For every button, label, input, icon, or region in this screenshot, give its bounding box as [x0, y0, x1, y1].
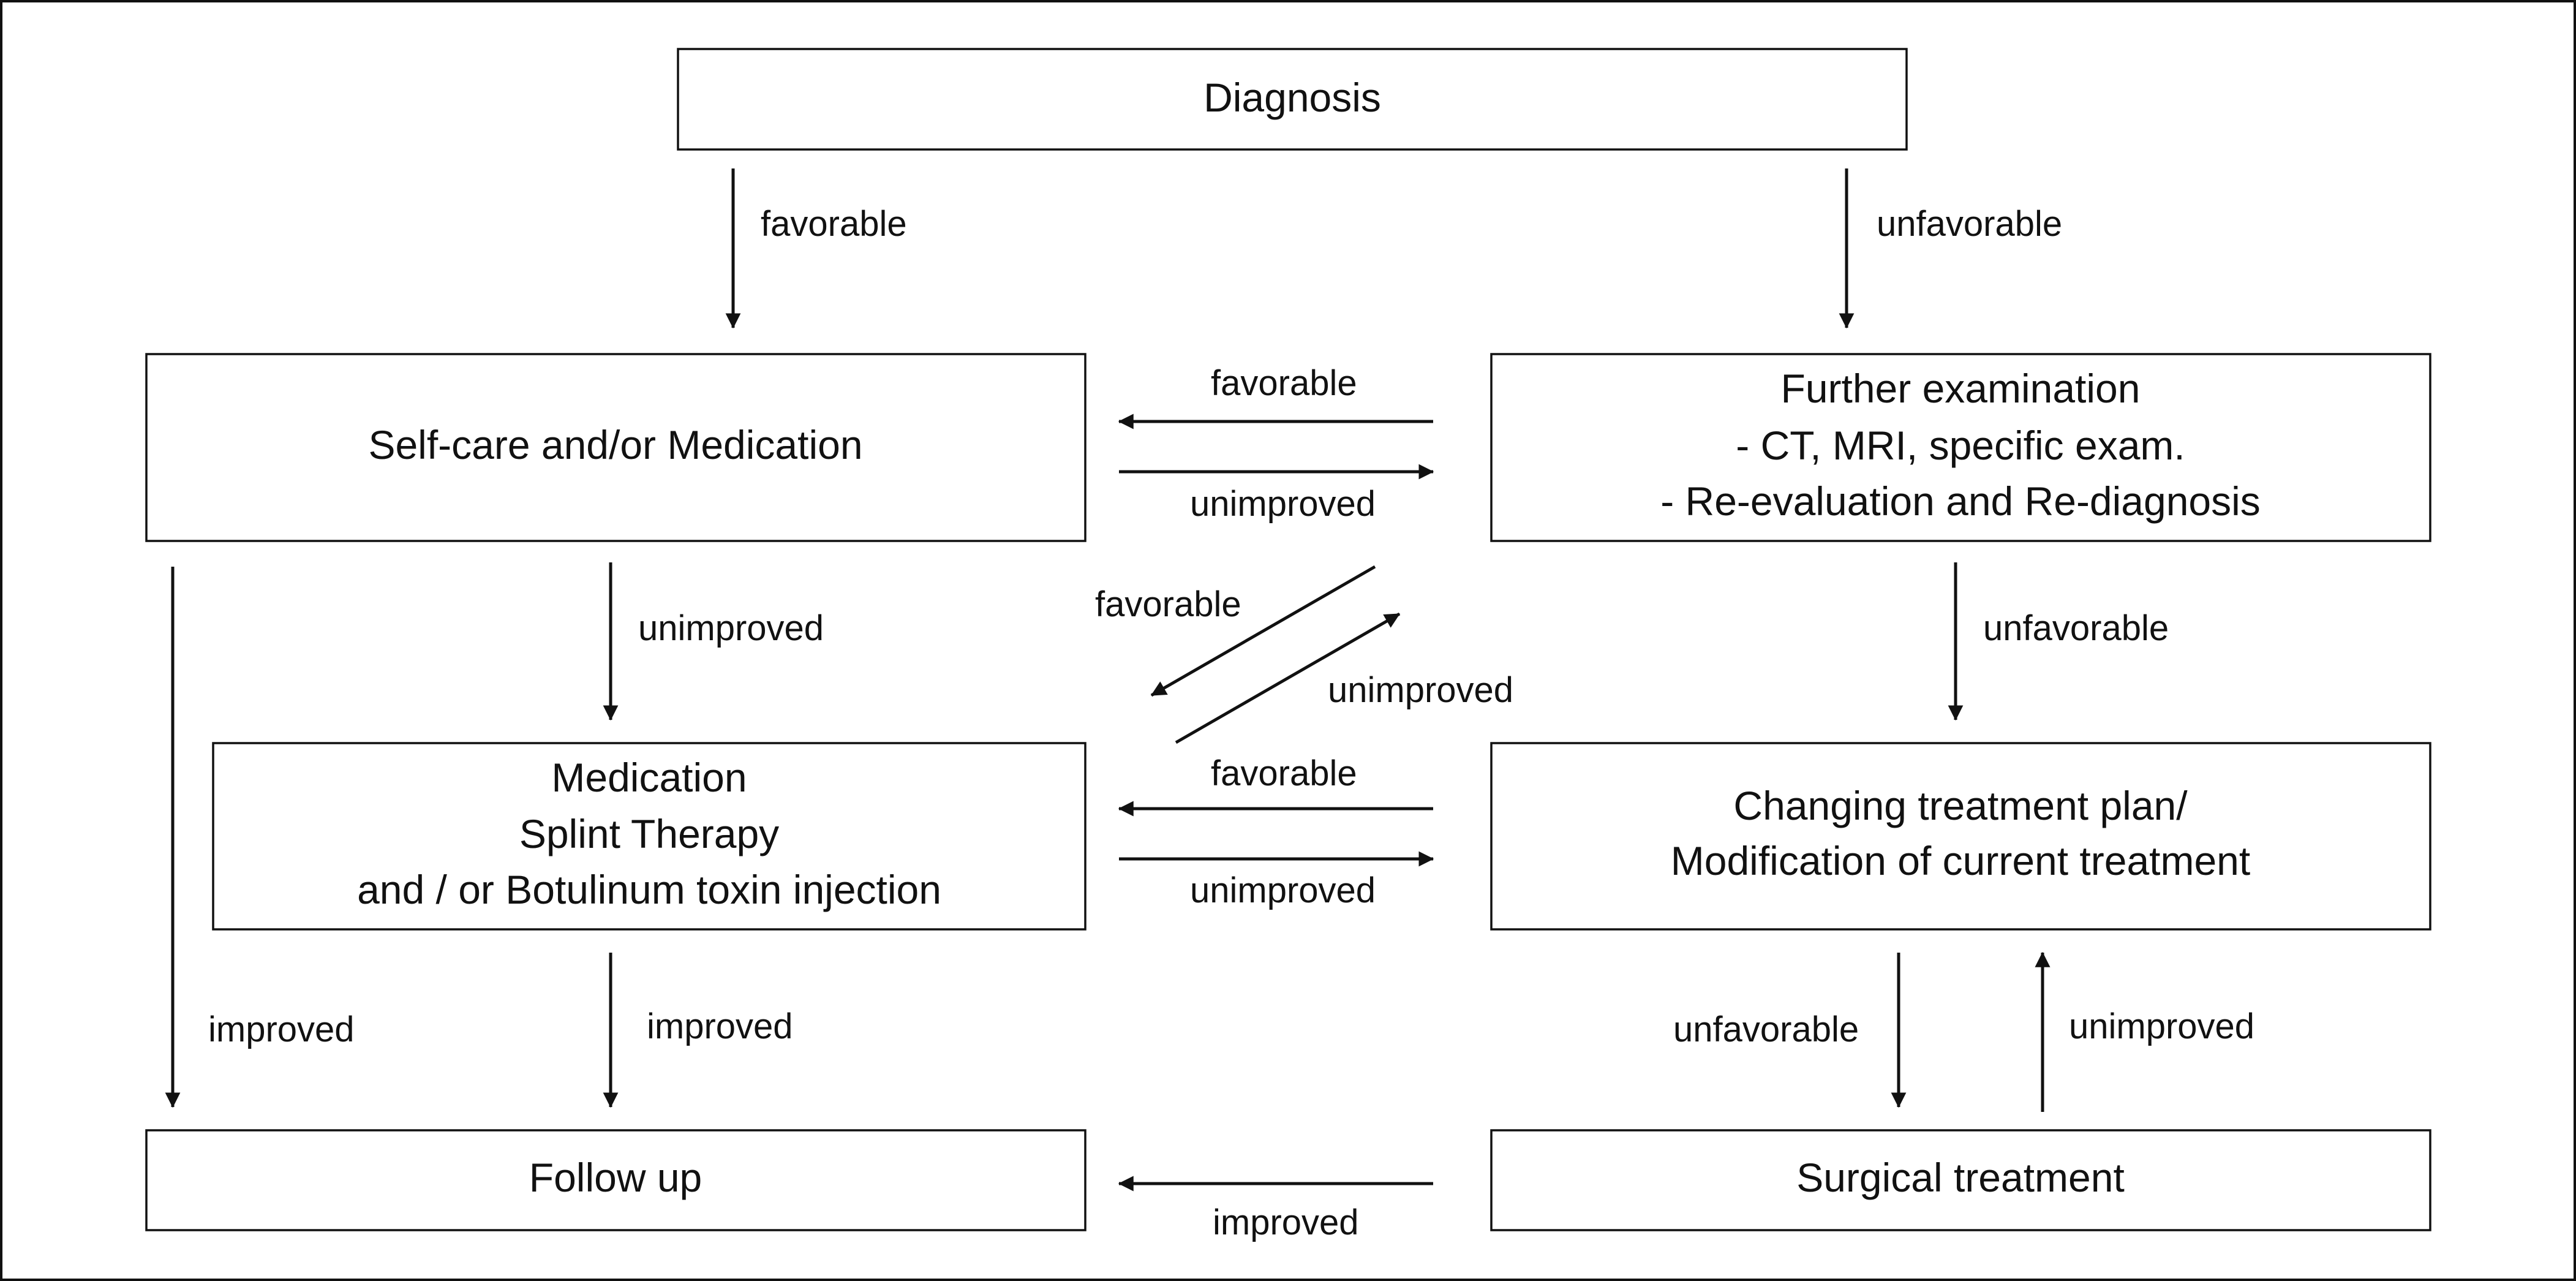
node-surgical-box — [1490, 1129, 2431, 1231]
node-selfcare-box — [145, 353, 1087, 542]
edge-selfcare-to-further: unimproved — [1119, 464, 1434, 524]
node-selfcare-label: Self-care and/or Medication — [368, 422, 862, 467]
node-medication-label-1: Medication — [551, 755, 747, 800]
node-followup: Follow up — [145, 1129, 1087, 1231]
edge-selfcare-to-followup: improved — [165, 567, 355, 1108]
edge-surgical-to-followup-label: improved — [1213, 1203, 1359, 1242]
edge-diagnosis-to-selfcare: favorable — [725, 168, 907, 329]
edge-medication-to-followup-label: improved — [647, 1007, 793, 1046]
node-diagnosis-label: Diagnosis — [1203, 75, 1381, 120]
edge-diagnosis-to-further-label: unfavorable — [1877, 204, 2062, 244]
node-medication: Medication Splint Therapy and / or Botul… — [212, 742, 1087, 931]
edge-further-to-selfcare-label: favorable — [1211, 363, 1357, 403]
node-changing-label-2: Modification of current treatment — [1671, 838, 2250, 883]
edge-selfcare-to-medication-label: unimproved — [638, 608, 824, 648]
edge-further-to-changing: unfavorable — [1948, 562, 2169, 721]
edge-selfcare-to-followup-label: improved — [208, 1010, 355, 1049]
node-diagnosis: Diagnosis — [677, 48, 1908, 151]
edge-medication-to-further-arrow — [1175, 612, 1401, 744]
edge-medication-to-further: unimproved — [1175, 612, 1513, 744]
node-further-box — [1490, 353, 2431, 542]
node-changing-label-1: Changing treatment plan/ — [1733, 783, 2188, 828]
edge-changing-to-surgical-label: unfavorable — [1673, 1010, 1859, 1049]
edge-further-to-medication: favorable — [1095, 565, 1376, 697]
edge-medication-to-followup: improved — [603, 953, 793, 1108]
node-changing: Changing treatment plan/ Modification of… — [1490, 742, 2431, 931]
node-surgical-label: Surgical treatment — [1796, 1155, 2125, 1200]
edge-changing-to-surgical: unfavorable — [1673, 953, 1907, 1108]
edge-further-to-changing-label: unfavorable — [1983, 608, 2169, 648]
node-medication-box — [212, 742, 1087, 931]
edge-diagnosis-to-further: unfavorable — [1839, 168, 2062, 329]
edge-selfcare-to-further-label: unimproved — [1190, 484, 1376, 524]
node-diagnosis-box — [677, 48, 1908, 151]
node-medication-label-2: Splint Therapy — [519, 811, 779, 856]
node-followup-box — [145, 1129, 1087, 1231]
node-followup-label: Follow up — [529, 1155, 702, 1200]
edge-medication-to-changing: unimproved — [1119, 851, 1434, 910]
node-selfcare: Self-care and/or Medication — [145, 353, 1087, 542]
edge-surgical-to-followup: improved — [1118, 1176, 1433, 1242]
node-medication-label-3: and / or Botulinum toxin injection — [357, 867, 941, 912]
node-further: Further examination - CT, MRI, specific … — [1490, 353, 2431, 542]
edge-surgical-to-changing: unimproved — [2035, 951, 2254, 1112]
edge-surgical-to-changing-label: unimproved — [2069, 1007, 2254, 1046]
edge-medication-to-changing-label: unimproved — [1190, 871, 1376, 910]
node-further-label-1: Further examination — [1781, 366, 2141, 411]
edge-changing-to-medication-label: favorable — [1211, 754, 1357, 793]
edge-selfcare-to-medication: unimproved — [603, 562, 824, 721]
edge-changing-to-medication: favorable — [1118, 754, 1433, 817]
edge-diagnosis-to-selfcare-label: favorable — [761, 204, 907, 244]
node-surgical: Surgical treatment — [1490, 1129, 2431, 1231]
edge-further-to-medication-arrow — [1150, 565, 1376, 697]
edge-further-to-selfcare: favorable — [1118, 363, 1433, 429]
node-further-label-2: - CT, MRI, specific exam. — [1736, 423, 2185, 468]
node-further-label-3: - Re-evaluation and Re-diagnosis — [1660, 478, 2261, 524]
edge-medication-to-further-label: unimproved — [1328, 670, 1513, 710]
edge-further-to-medication-label: favorable — [1095, 584, 1241, 624]
node-changing-box — [1490, 742, 2431, 931]
